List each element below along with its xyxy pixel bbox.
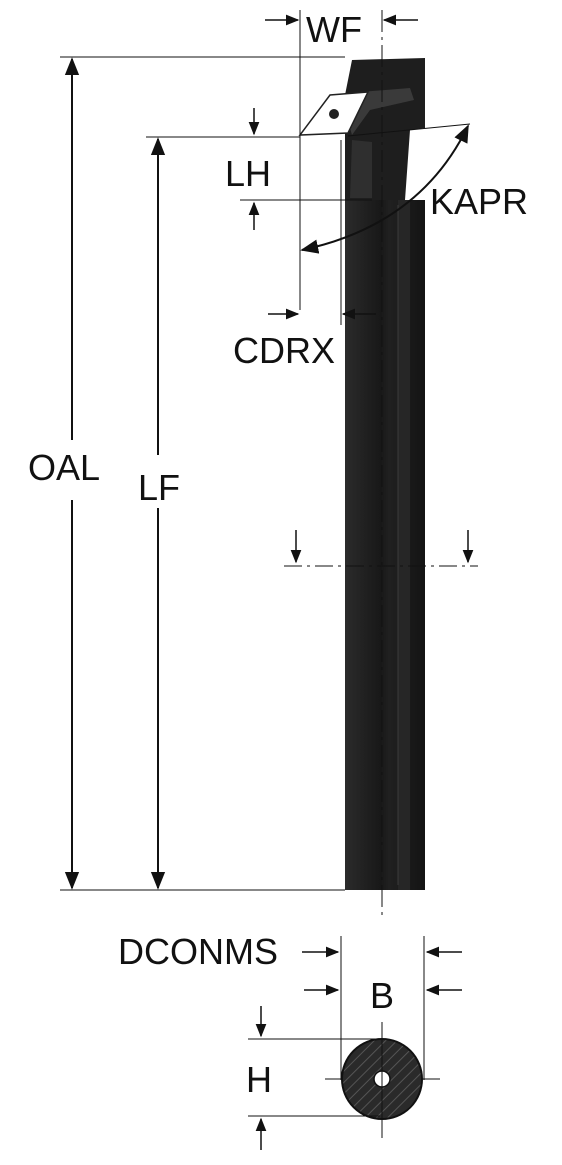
dconms-dimension: DCONMS	[118, 931, 462, 1080]
cross-section	[325, 1022, 440, 1138]
h-label: H	[246, 1059, 272, 1100]
lf-label: LF	[138, 467, 180, 508]
tool-bar	[298, 10, 425, 920]
dconms-label: DCONMS	[118, 931, 278, 972]
h-dimension: H	[246, 1006, 380, 1150]
b-label: B	[370, 975, 394, 1016]
wf-label: WF	[306, 9, 362, 50]
oal-dimension: OAL	[28, 56, 345, 891]
b-dimension: B	[304, 975, 462, 1016]
head-side-face	[350, 140, 372, 198]
kapr-arc-arrow	[300, 124, 469, 254]
section-cut-marker	[284, 530, 478, 567]
insert-screw-icon	[329, 109, 339, 119]
wf-dimension: WF	[265, 9, 418, 135]
lh-label: LH	[225, 153, 271, 194]
kapr-dimension: KAPR	[299, 123, 528, 310]
cdrx-dimension: CDRX	[233, 140, 376, 371]
bar-flat-face	[398, 200, 410, 890]
bar-shank	[345, 200, 425, 890]
oal-label: OAL	[28, 447, 100, 488]
kapr-label: KAPR	[430, 181, 528, 222]
cdrx-label: CDRX	[233, 330, 335, 371]
lf-dimension: LF	[138, 136, 300, 890]
